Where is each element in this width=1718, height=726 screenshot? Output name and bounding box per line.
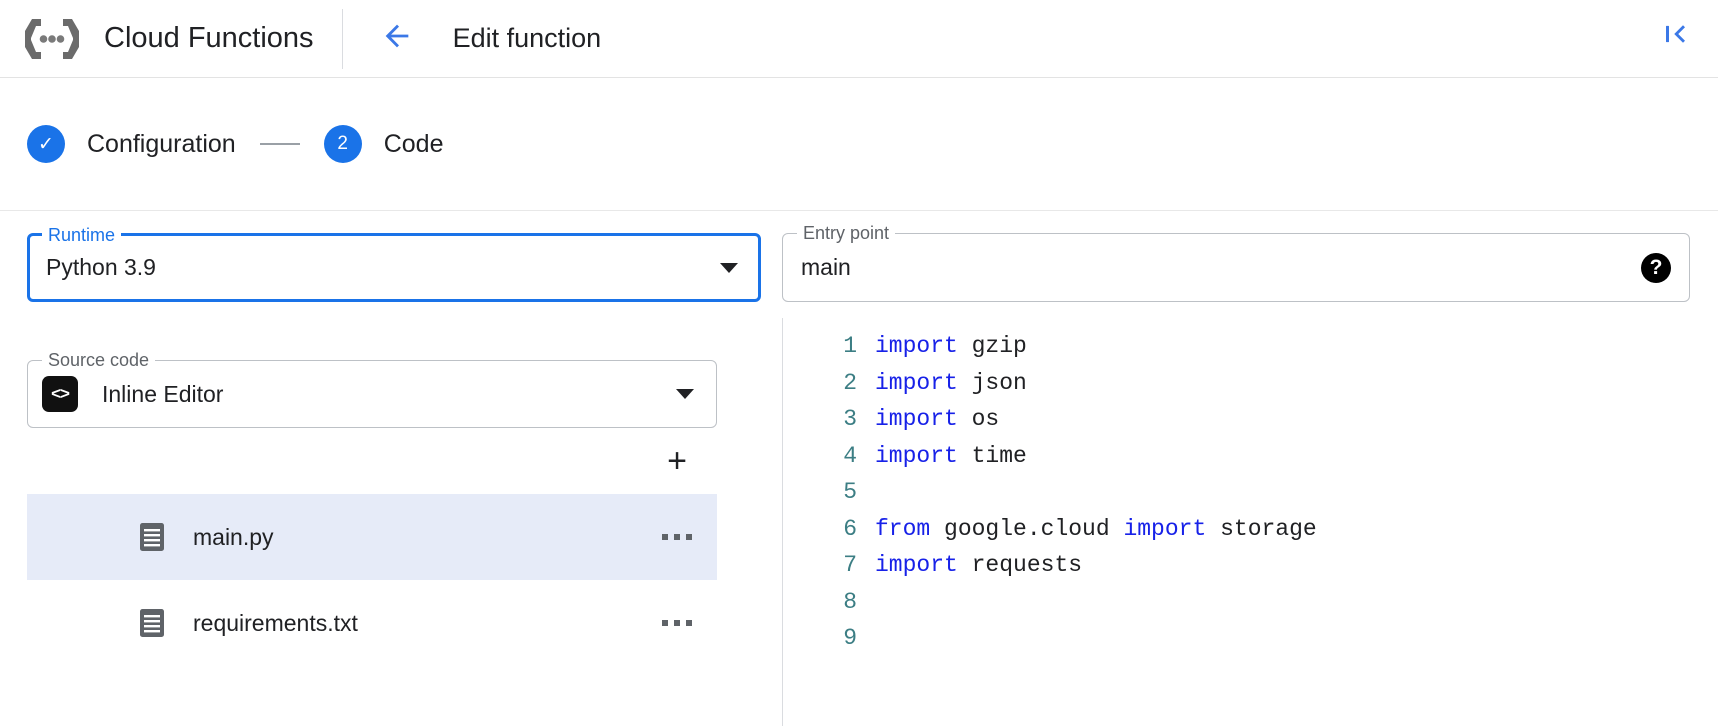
source-code-label: Source code bbox=[42, 350, 156, 370]
content-area: Runtime Python 3.9 ? Source code <> Inli… bbox=[0, 211, 1718, 726]
line-number: 5 bbox=[843, 479, 857, 506]
step-configuration-label: Configuration bbox=[87, 129, 236, 158]
file-list: main.py requirements.txt bbox=[27, 494, 717, 666]
arrow-left-icon bbox=[380, 19, 414, 58]
file-list-item-main-py[interactable]: main.py bbox=[27, 494, 717, 580]
page-title: Edit function bbox=[452, 23, 602, 53]
stepper-connector bbox=[259, 143, 300, 145]
runtime-row: Runtime Python 3.9 ? bbox=[27, 225, 813, 302]
line-number: 3 bbox=[843, 406, 857, 433]
collapse-panel-button[interactable] bbox=[1656, 16, 1696, 56]
more-options-icon[interactable] bbox=[657, 522, 697, 552]
runtime-label: Runtime bbox=[42, 225, 122, 245]
line-number: 6 bbox=[843, 515, 857, 542]
cloud-functions-logo bbox=[24, 15, 80, 63]
collapse-panel-icon bbox=[1661, 19, 1691, 54]
wizard-stepper: ✓ Configuration 2 Code bbox=[0, 78, 1718, 211]
code-text: import requests bbox=[875, 552, 1083, 579]
header-divider bbox=[341, 8, 343, 69]
code-line: 2 import json bbox=[783, 365, 1718, 402]
step-configuration-marker: ✓ bbox=[27, 125, 65, 163]
right-panel: Entry point main ? 1 import gzip 2 import j… bbox=[782, 211, 1718, 726]
code-line: 4 import time bbox=[783, 438, 1718, 475]
code-brackets-icon: <> bbox=[42, 376, 78, 412]
entry-point-row: Entry point main ? bbox=[782, 223, 1718, 302]
runtime-value: Python 3.9 bbox=[46, 254, 156, 280]
code-text: from google.cloud import storage bbox=[875, 515, 1317, 542]
line-number: 9 bbox=[843, 625, 857, 652]
source-code-row: Source code <> Inline Editor bbox=[27, 350, 717, 428]
file-name: requirements.txt bbox=[193, 609, 358, 636]
brand-title: Cloud Functions bbox=[104, 22, 314, 54]
code-line: 9 bbox=[783, 620, 1718, 657]
code-text: import time bbox=[875, 442, 1027, 469]
line-number: 2 bbox=[843, 369, 857, 396]
code-line: 8 bbox=[783, 584, 1718, 621]
file-icon bbox=[139, 608, 165, 638]
file-toolbar: + bbox=[27, 428, 717, 494]
file-name: main.py bbox=[193, 523, 274, 550]
left-panel: Runtime Python 3.9 ? Source code <> Inli… bbox=[0, 211, 813, 726]
step-code-marker: 2 bbox=[323, 125, 362, 163]
line-number: 7 bbox=[843, 552, 857, 579]
code-text: import gzip bbox=[875, 333, 1027, 360]
back-button[interactable] bbox=[373, 15, 421, 63]
step-configuration[interactable]: ✓ Configuration bbox=[27, 125, 236, 163]
file-list-item-requirements-txt[interactable]: requirements.txt bbox=[27, 580, 717, 666]
chevron-down-icon bbox=[720, 262, 738, 273]
code-line: 7 import requests bbox=[783, 547, 1718, 584]
add-file-icon[interactable]: + bbox=[667, 442, 687, 480]
step-code-label: Code bbox=[383, 129, 444, 158]
code-line: 6 from google.cloud import storage bbox=[783, 511, 1718, 548]
code-text: import os bbox=[875, 406, 1000, 433]
line-number: 4 bbox=[843, 442, 857, 469]
runtime-select[interactable]: Runtime Python 3.9 bbox=[27, 225, 761, 302]
code-line: 3 import os bbox=[783, 401, 1718, 438]
app-header: Cloud Functions Edit function bbox=[0, 0, 1718, 78]
chevron-down-icon bbox=[676, 389, 694, 399]
more-options-icon[interactable] bbox=[657, 608, 697, 638]
entry-point-value: main bbox=[801, 254, 851, 280]
code-line: 1 import gzip bbox=[783, 328, 1718, 365]
code-editor[interactable]: 1 import gzip 2 import json 3 import os 4 impor… bbox=[782, 318, 1718, 726]
step-code[interactable]: 2 Code bbox=[323, 125, 444, 163]
source-code-value: Inline Editor bbox=[102, 380, 224, 407]
code-text: import json bbox=[875, 369, 1027, 396]
line-number: 8 bbox=[843, 588, 857, 615]
code-line: 5 bbox=[783, 474, 1718, 511]
source-code-select[interactable]: Source code <> Inline Editor bbox=[27, 350, 717, 428]
entry-point-help-icon[interactable]: ? bbox=[1641, 252, 1671, 283]
entry-point-label: Entry point bbox=[797, 223, 896, 243]
brand-area[interactable]: Cloud Functions bbox=[0, 0, 342, 78]
entry-point-input[interactable]: Entry point main ? bbox=[782, 223, 1690, 302]
file-icon bbox=[139, 522, 165, 552]
line-number: 1 bbox=[843, 333, 857, 360]
